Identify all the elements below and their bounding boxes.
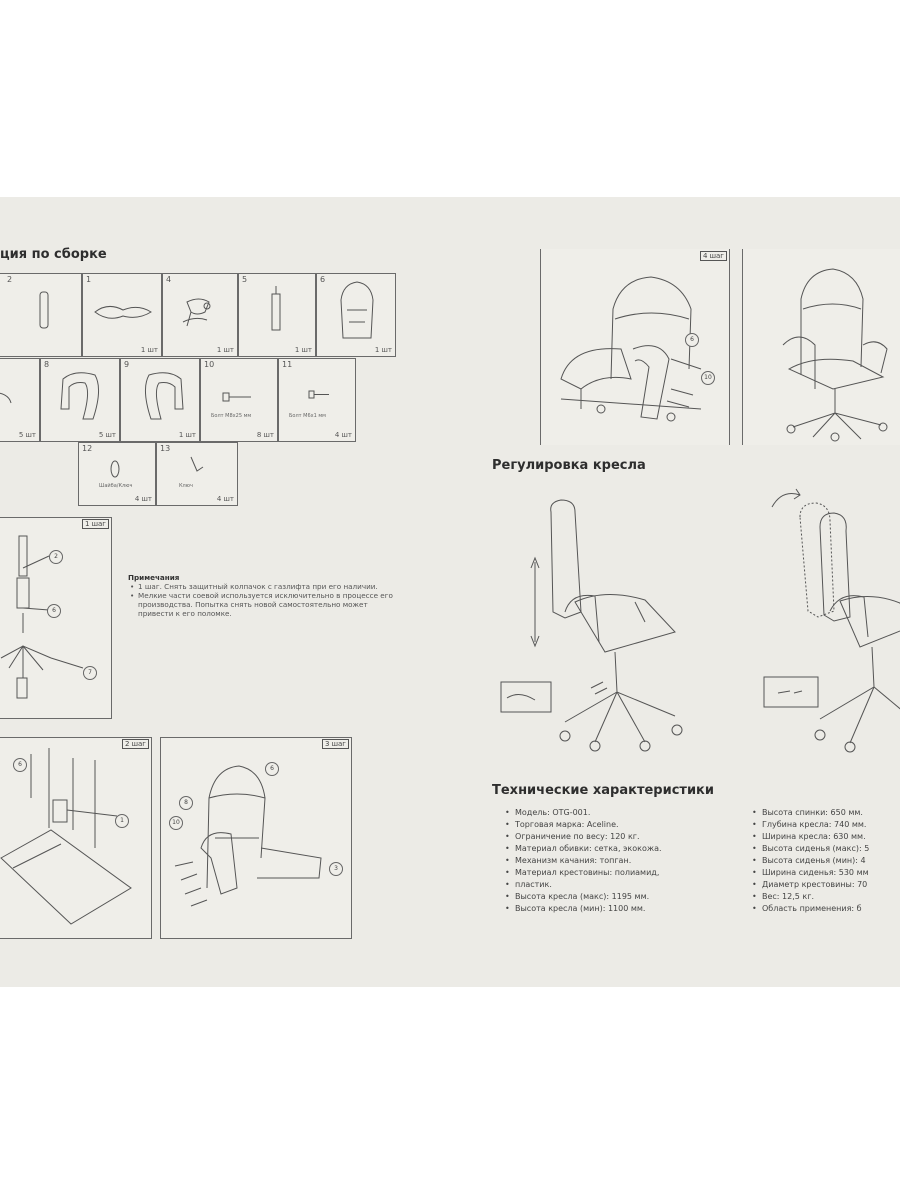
step4-box: 4 шаг 6 10 (540, 249, 730, 445)
part-box-10: 10 Болт М8х25 мм 8 шт (200, 358, 278, 442)
hex-key-icon (190, 456, 204, 472)
specs-title: Технические характеристики (492, 783, 714, 798)
part-box-3: 1 1 шт (82, 273, 162, 357)
part-box-9: 9 1 шт (120, 358, 200, 442)
armrest-right-icon (145, 372, 184, 420)
backrest-part-icon (340, 281, 374, 339)
step1-box: 1 шаг 2 6 7 (0, 517, 112, 719)
height-adjust-diagram (500, 499, 683, 752)
spec-item: Высота кресла (мин): 1100 мм. (505, 903, 662, 915)
assembled-chair-box (742, 249, 900, 445)
part-box-12: 12 Шайба/Ключ 4 шт (78, 442, 156, 506)
spec-item: Торговая марка: Aceline. (505, 819, 662, 831)
specs-right-list: Высота спинки: 650 мм. Глубина кресла: 7… (752, 807, 900, 915)
assembly-title: ция по сборке (0, 247, 107, 262)
mechanism-part-icon (94, 306, 152, 319)
spec-item: Вес: 12,5 кг. (752, 891, 900, 903)
adjust-title: Регулировка кресла (492, 458, 646, 473)
note-item: Мелкие части соевой используется исключи… (128, 591, 398, 618)
spec-item: пластик. (505, 879, 662, 891)
step1-base-diagram (0, 535, 84, 699)
spec-item: Материал крестовины: полиамид, (505, 867, 662, 879)
part-box-5: 5 1 шт (238, 273, 316, 357)
part-box-8: 8 5 шт (40, 358, 120, 442)
tilt-mechanism-icon (182, 298, 211, 327)
spec-item: Высота спинки: 650 мм. (752, 807, 900, 819)
armrest-left-icon (60, 372, 99, 420)
spec-item: Материал обивки: сетка, экокожа. (505, 843, 662, 855)
spec-item: Область применения: б (752, 903, 900, 915)
part-box-13: 13 Ключ 4 шт (156, 442, 238, 506)
part-box-6: 6 1 шт (316, 273, 396, 357)
spec-item: Глубина кресла: 740 мм. (752, 819, 900, 831)
tilt-adjust-diagram (763, 488, 900, 753)
step3-box: 3 шаг 6 8 10 3 (160, 737, 352, 939)
spec-item: Высота сиденья (макс): 5 (752, 843, 900, 855)
notes-title: Примечания (128, 573, 180, 582)
manual-sheet: ция по сборке 2 1 1 шт 4 1 шт 5 1 шт 6 1… (0, 197, 900, 987)
washer-part-icon (110, 460, 120, 478)
spec-item: Ограничение по весу: 120 кг. (505, 831, 662, 843)
cylinder-part-icon (271, 286, 281, 331)
gaslift-part-icon (39, 291, 49, 329)
spec-item: Механизм качания: топган. (505, 855, 662, 867)
specs-left-list: Модель: ОТG-001. Торговая марка: Aceline… (505, 807, 662, 915)
note-item: 1 шаг. Снять защитный колпачок с газлифт… (128, 582, 398, 591)
part-box-2: 2 (0, 273, 82, 357)
assembled-chair-diagram (782, 268, 888, 442)
part-box-11: 11 Болт М6х1 мм 4 шт (278, 358, 356, 442)
bolt-m8-icon (222, 392, 251, 402)
part-box-7: 5 шт (0, 358, 40, 442)
spec-item: Диаметр крестовины: 70 (752, 879, 900, 891)
spec-item: Высота сиденья (мин): 4 (752, 855, 900, 867)
notes-block: Примечания 1 шаг. Снять защитный колпачо… (128, 573, 398, 618)
step3-armrest-diagram (174, 765, 322, 907)
bolt-m6-icon (308, 390, 329, 399)
step4-chair-diagram (560, 276, 702, 422)
spec-item: Высота кресла (макс): 1195 мм. (505, 891, 662, 903)
spec-item: Модель: ОТG-001. (505, 807, 662, 819)
step2-seat-diagram (0, 748, 132, 925)
caster-part-icon (0, 392, 12, 404)
spec-item: Ширина сиденья: 530 мм (752, 867, 900, 879)
spec-item: Ширина кресла: 630 мм. (752, 831, 900, 843)
part-box-4: 4 1 шт (162, 273, 238, 357)
step2-box: 2 шаг 6 1 (0, 737, 152, 939)
